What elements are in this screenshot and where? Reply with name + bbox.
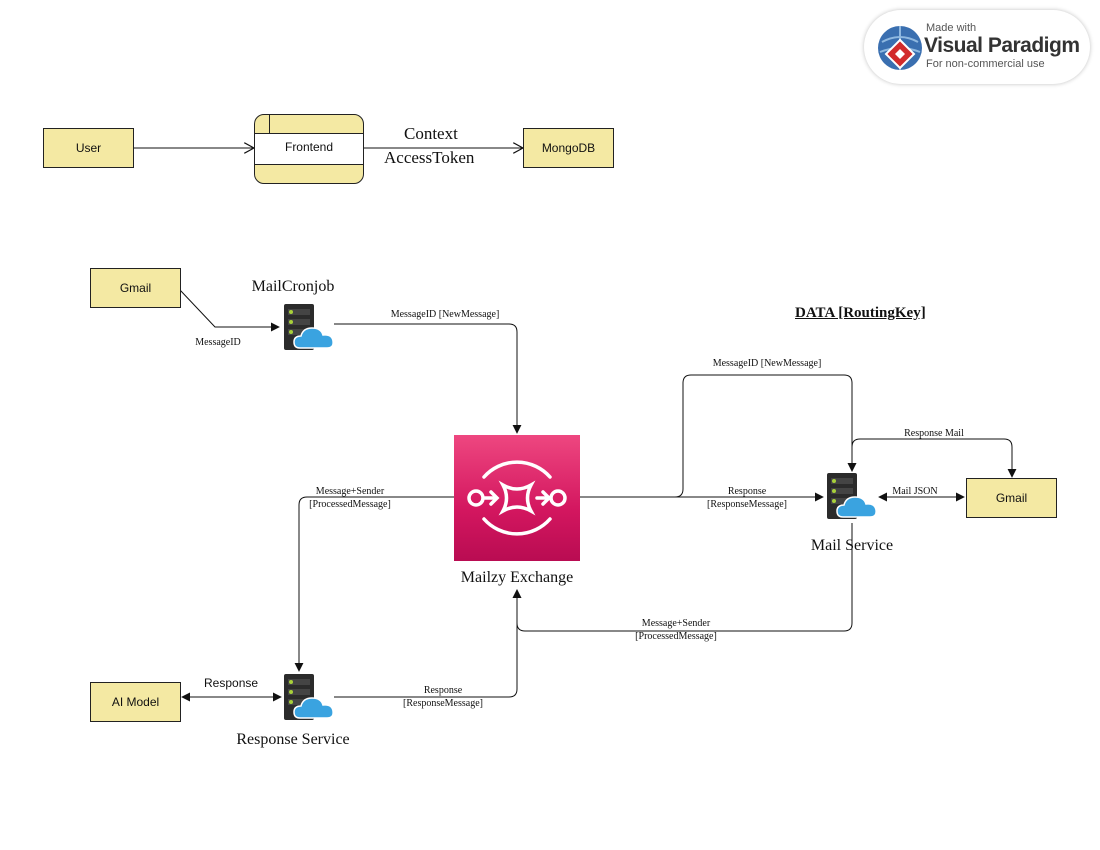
edge-label-context: Context bbox=[404, 124, 458, 143]
node-ai-model[interactable]: AI Model bbox=[90, 682, 181, 722]
edge-exchange-response bbox=[294, 496, 454, 672]
edge-label-gmail-cronjob: MessageID bbox=[195, 337, 241, 348]
mailzy-exchange-node[interactable] bbox=[454, 435, 580, 561]
edge-label-ai-response: Response bbox=[204, 676, 259, 690]
mail-cronjob-server-icon[interactable] bbox=[282, 304, 336, 350]
legend-routing-key: DATA [RoutingKey] bbox=[795, 305, 926, 321]
watermark-line3: For non-commercial use bbox=[926, 58, 1045, 70]
response-service-server-icon[interactable] bbox=[282, 674, 336, 720]
watermark-line2: Visual Paradigm bbox=[924, 34, 1080, 57]
edge-label-response-exchange: Response [ResponseMessage] bbox=[403, 685, 483, 709]
edge-label-exchange-response: Message+Sender [ProcessedMessage] bbox=[309, 486, 391, 510]
visual-paradigm-watermark: Made with Visual Paradigm For non-commer… bbox=[864, 10, 1090, 84]
edge-label-response-mail: Response Mail bbox=[904, 428, 964, 439]
watermark-line1: Made with bbox=[926, 22, 977, 34]
edge-label-cronjob-exchange: MessageID [NewMessage] bbox=[390, 309, 500, 320]
response-service-label: Response Service bbox=[236, 731, 350, 748]
mail-service-server-icon[interactable] bbox=[825, 473, 879, 519]
edge-label-mail-json: Mail JSON bbox=[892, 486, 938, 497]
mail-cronjob-label: MailCronjob bbox=[251, 278, 335, 295]
exchange-icon bbox=[467, 460, 567, 536]
node-gmail-target[interactable]: Gmail bbox=[966, 478, 1057, 518]
mail-service-label: Mail Service bbox=[810, 537, 894, 554]
edge-gmail-cronjob bbox=[179, 289, 280, 332]
node-mongodb[interactable]: MongoDB bbox=[523, 128, 614, 168]
edge-exchange-mail-new bbox=[580, 374, 857, 498]
node-frontend[interactable]: Frontend bbox=[254, 114, 364, 184]
frontend-label: Frontend bbox=[284, 140, 334, 154]
edge-label-exchange-mail-response: Response [ResponseMessage] bbox=[707, 486, 787, 510]
edge-response-exchange bbox=[334, 589, 522, 698]
node-user[interactable]: User bbox=[43, 128, 134, 168]
frontend-datastore-shape bbox=[254, 114, 364, 184]
edge-label-exchange-mail-new: MessageID [NewMessage] bbox=[712, 358, 822, 369]
edge-cronjob-exchange bbox=[334, 323, 522, 434]
node-gmail-source[interactable]: Gmail bbox=[90, 268, 181, 308]
edge-mail-gmail-response bbox=[847, 438, 1017, 478]
edge-label-mail-exchange: Message+Sender [ProcessedMessage] bbox=[635, 618, 717, 642]
edge-label-accesstoken: AccessToken bbox=[384, 148, 475, 167]
visual-paradigm-logo-icon bbox=[878, 26, 922, 70]
mailzy-exchange-label: Mailzy Exchange bbox=[460, 569, 574, 586]
